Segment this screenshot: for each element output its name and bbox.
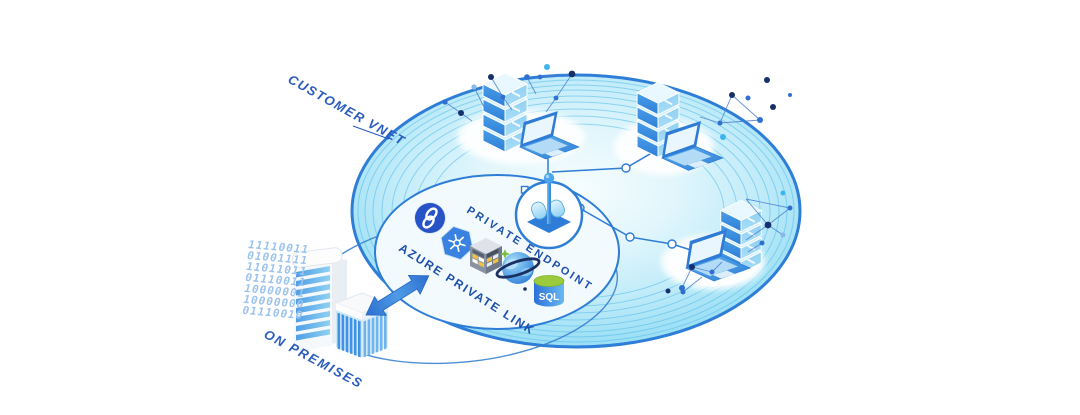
network-constellation-bottom: [665, 261, 723, 295]
binary-row: 10000000: [243, 293, 305, 311]
node-circle: [625, 232, 635, 242]
office-building-small-icon: [334, 292, 390, 358]
cosmos-db-icon: [495, 249, 541, 291]
binary-row: 10000001: [244, 282, 306, 300]
table-storage-icon: [470, 238, 502, 274]
vnet-pointer-line: [352, 125, 390, 140]
small-building-left-windows: [337, 312, 361, 358]
connection-line-group3: [580, 208, 695, 252]
binary-code-text: 11110011 01001111 11011011 01110011 1000…: [242, 238, 310, 322]
network-constellation-top-right: [699, 77, 792, 140]
sql-label: SQL: [539, 292, 560, 303]
binary-row: 01110010: [242, 304, 304, 322]
binary-row: 01110011: [245, 271, 307, 289]
private-link-icon: [414, 202, 446, 234]
private-endpoint-icon: [514, 172, 584, 250]
binary-row: 11011011: [246, 260, 308, 278]
cosmos-star: [500, 249, 510, 259]
small-building-right-windows: [363, 312, 387, 358]
kubernetes-service-icon: [440, 225, 474, 261]
network-constellation-right: [745, 190, 793, 253]
binary-row: 11110011: [248, 238, 310, 256]
network-constellation-top-left: [442, 64, 576, 122]
node-circle: [667, 239, 677, 249]
sync-arrow-icon: [365, 275, 430, 316]
on-premises-buildings: [291, 247, 390, 358]
server-stack-icon: [482, 72, 528, 153]
label-customer-vnet: CUSTOMER VNET: [286, 72, 409, 149]
binary-row: 01001111: [247, 249, 309, 267]
node-circle: [621, 163, 631, 173]
sql-database-icon: SQL: [533, 275, 565, 307]
